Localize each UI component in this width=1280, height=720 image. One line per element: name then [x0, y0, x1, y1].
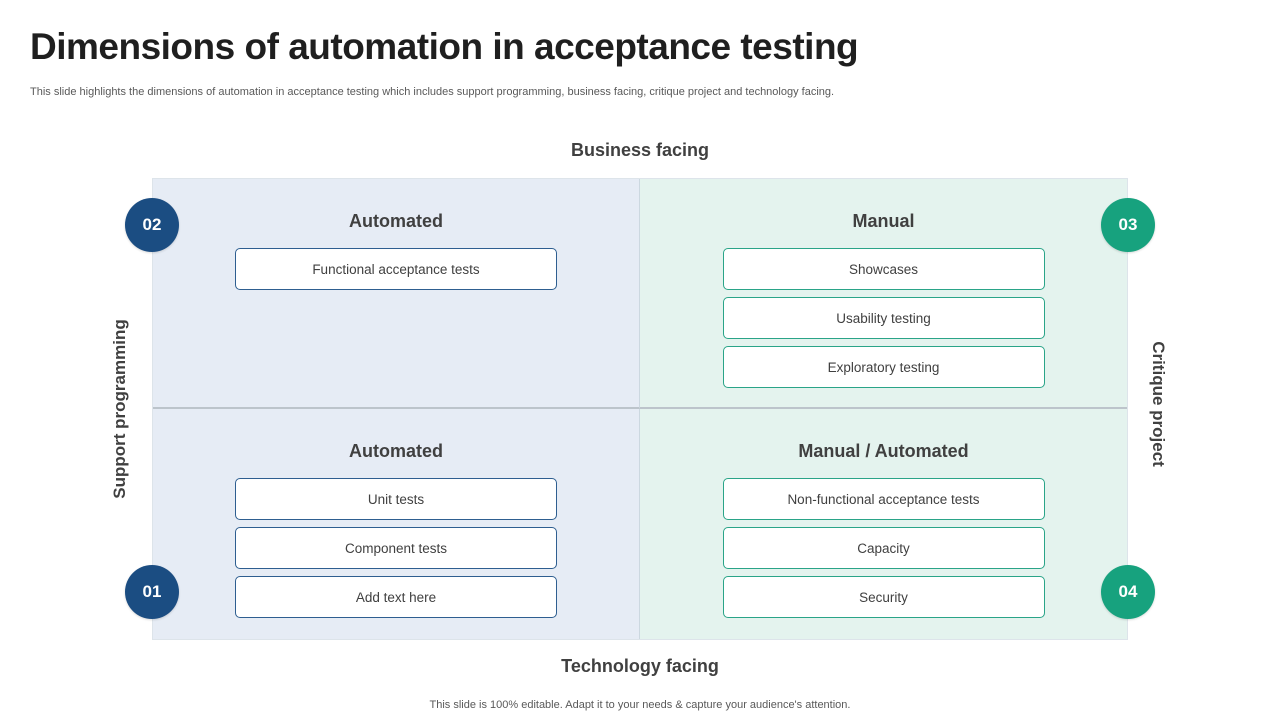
axis-label-technology-facing: Technology facing [561, 656, 719, 676]
quadrant-bottom-left: Automated Unit tests Component tests Add… [153, 409, 640, 639]
slide-footer-note: This slide is 100% editable. Adapt it to… [429, 699, 851, 711]
axis-label-support-programming: Support programming [110, 319, 129, 499]
quadrant-matrix: Automated Functional acceptance tests Ma… [152, 178, 1128, 640]
quadrant-heading: Automated [349, 211, 443, 231]
number-badge-02: 02 [125, 198, 179, 252]
quadrant-heading: Manual / Automated [798, 441, 969, 461]
item-usability-testing[interactable]: Usability testing [722, 297, 1045, 339]
quadrant-heading: Manual [852, 211, 915, 231]
item-non-functional-acceptance-tests[interactable]: Non-functional acceptance tests [722, 478, 1045, 520]
quadrant-top-left: Automated Functional acceptance tests [153, 179, 640, 409]
item-capacity[interactable]: Capacity [722, 527, 1045, 569]
quadrant-heading: Automated [349, 441, 443, 461]
quadrant-top-right: Manual Showcases Usability testing Explo… [640, 179, 1127, 409]
item-add-text-here[interactable]: Add text here [235, 576, 557, 618]
page-title: Dimensions of automation in acceptance t… [30, 26, 859, 67]
axis-label-business-facing: Business facing [570, 140, 710, 160]
item-functional-acceptance-tests[interactable]: Functional acceptance tests [235, 248, 557, 290]
quadrant-bottom-right: Manual / Automated Non-functional accept… [640, 409, 1127, 639]
slide-subtitle: This slide highlights the dimensions of … [30, 86, 835, 98]
number-badge-03: 03 [1101, 198, 1155, 252]
item-unit-tests[interactable]: Unit tests [235, 478, 557, 520]
item-component-tests[interactable]: Component tests [235, 527, 557, 569]
axis-label-critique-project: Critique project [1149, 341, 1168, 467]
item-security[interactable]: Security [722, 576, 1045, 618]
item-exploratory-testing[interactable]: Exploratory testing [722, 346, 1045, 388]
number-badge-04: 04 [1101, 565, 1155, 619]
number-badge-01: 01 [125, 565, 179, 619]
item-showcases[interactable]: Showcases [722, 248, 1045, 290]
